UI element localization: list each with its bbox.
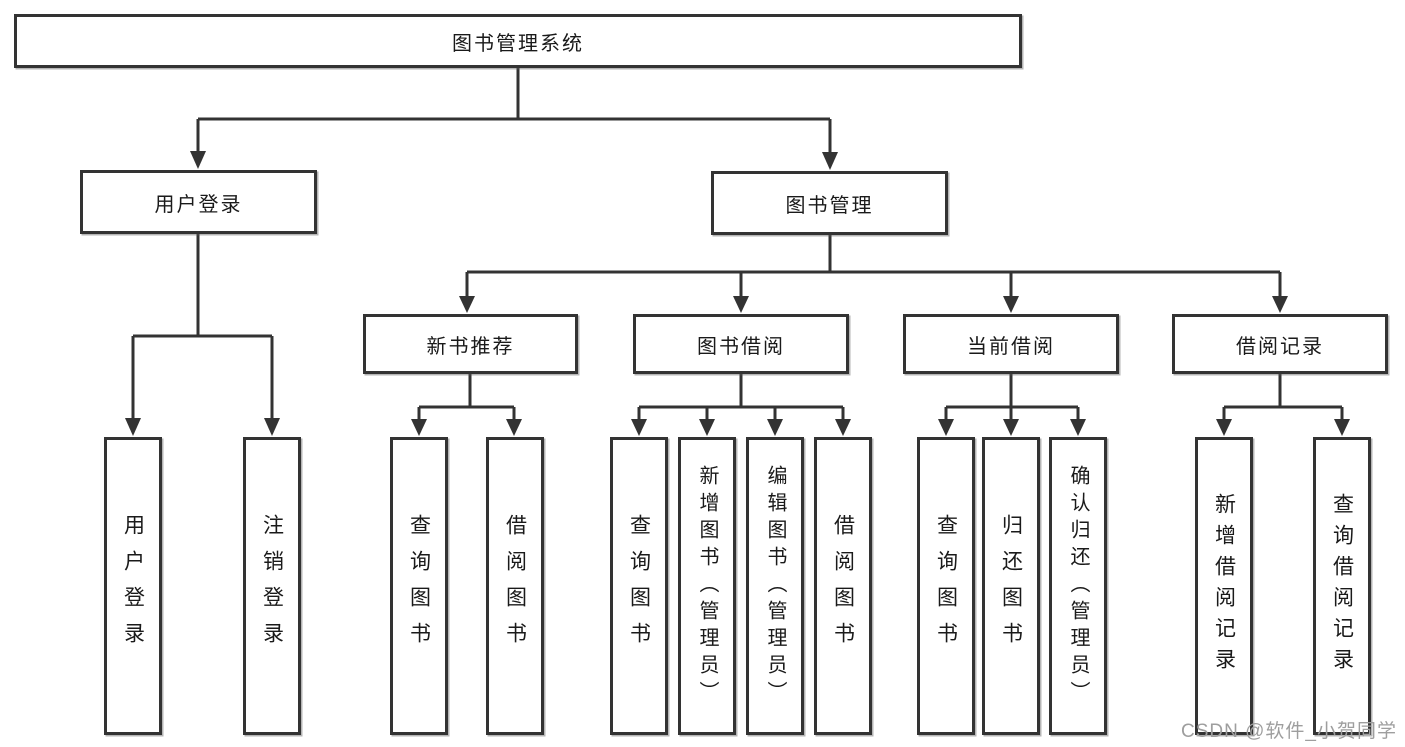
leaf-query-books-borrow-label: 查询图书 [627,514,651,658]
node-new-book-recommend-label: 新书推荐 [426,335,515,358]
leaf-add-borrow-record: 新增借阅记录 [1195,437,1253,735]
node-book-borrow-label: 图书借阅 [697,335,785,358]
leaf-borrow-book-recommend-label: 借阅图书 [503,514,527,658]
node-current-borrow-label: 当前借阅 [967,335,1055,358]
node-borrow-records: 借阅记录 [1172,314,1388,374]
leaf-query-books-current: 查询图书 [917,437,975,735]
leaf-user-login-label: 用户登录 [121,514,145,658]
node-book-borrow: 图书借阅 [633,314,849,374]
node-user-login: 用户登录 [80,170,317,234]
node-book-management: 图书管理 [711,171,948,235]
leaf-borrow-book: 借阅图书 [814,437,872,735]
csdn-watermark: CSDN @软件_小贺同学 [1181,721,1397,742]
node-borrow-records-label: 借阅记录 [1236,335,1324,358]
node-current-borrow: 当前借阅 [903,314,1119,374]
node-book-management-label: 图书管理 [785,194,874,217]
node-library-system: 图书管理系统 [14,14,1022,68]
leaf-query-borrow-record: 查询借阅记录 [1313,437,1371,735]
leaf-confirm-return-admin-label: 确认归还（管理员） [1067,464,1089,708]
leaf-borrow-book-recommend: 借阅图书 [486,437,544,735]
connector-path [131,68,1344,421]
leaf-query-borrow-record-label: 查询借阅记录 [1330,493,1354,679]
leaf-add-book-admin-label: 新增图书（管理员） [696,464,718,708]
node-user-login-label: 用户登录 [154,193,243,216]
leaf-borrow-book-label: 借阅图书 [831,514,855,658]
leaf-add-borrow-record-label: 新增借阅记录 [1212,493,1236,679]
leaf-return-book: 归还图书 [982,437,1040,735]
leaf-logout-label: 注销登录 [260,514,284,658]
leaf-confirm-return-admin: 确认归还（管理员） [1049,437,1107,735]
node-new-book-recommend: 新书推荐 [363,314,578,374]
leaf-query-books-recommend: 查询图书 [390,437,448,735]
leaf-return-book-label: 归还图书 [999,514,1023,658]
leaf-edit-book-admin-label: 编辑图书（管理员） [764,464,786,708]
leaf-user-login: 用户登录 [104,437,162,735]
arrowheads [125,151,1350,436]
node-library-system-label: 图书管理系统 [452,32,584,55]
leaf-logout: 注销登录 [243,437,301,735]
leaf-add-book-admin: 新增图书（管理员） [678,437,736,735]
leaf-query-books-current-label: 查询图书 [934,514,958,658]
leaf-query-books-recommend-label: 查询图书 [407,514,431,658]
leaf-query-books-borrow: 查询图书 [610,437,668,735]
leaf-edit-book-admin: 编辑图书（管理员） [746,437,804,735]
